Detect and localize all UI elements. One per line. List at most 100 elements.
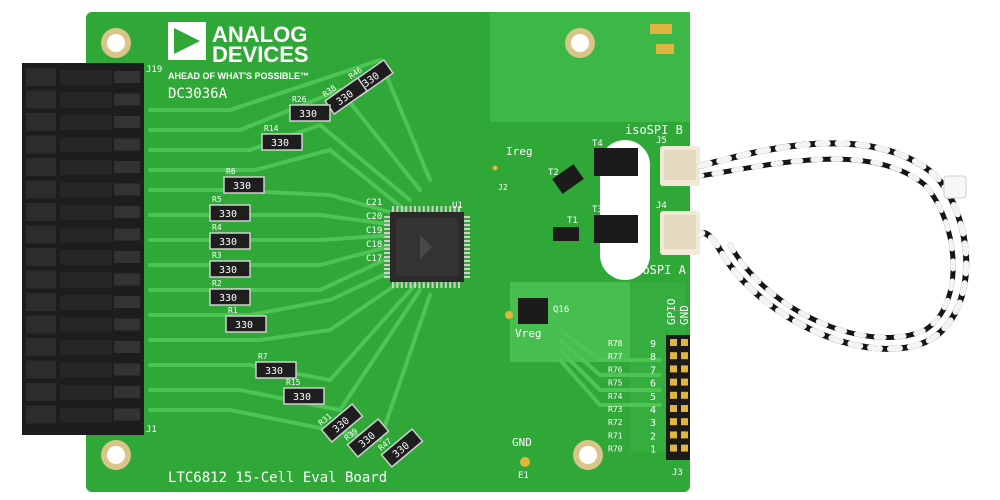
mounting-holes [101,28,603,470]
ic-pin [392,206,394,212]
t1-label: T1 [567,216,578,226]
terminal-screw [26,225,56,244]
terminal-screw [26,405,56,424]
ic-pin [384,228,390,230]
ic-pin [422,206,425,212]
terminal-clamp [114,161,140,173]
e1-label: E1 [518,471,529,481]
gpio-pin-number: 5 [650,392,656,403]
terminal-slot [60,250,112,265]
terminal-slot [60,70,112,85]
t3-label: T3 [592,205,603,215]
ic-pin [396,206,399,212]
terminal-slot [60,115,112,130]
ic-pin [414,282,416,288]
gpio-resistor-ref: R73 [608,405,623,414]
capacitor-label: C18 [366,240,382,250]
capacitor-label: C17 [366,254,382,264]
gpio-pin-number: 7 [650,365,656,376]
terminal-clamp [114,93,140,106]
ic-pin [384,232,390,234]
ic-pin [444,282,447,288]
gpio-gnd-label: GND [678,305,691,325]
terminal-clamp [114,408,140,421]
j4-label: J4 [656,201,667,211]
terminal-slot [60,272,112,288]
ic-pin [384,252,390,254]
header-pin [681,365,688,373]
ic-pin [422,282,425,288]
header-pin [681,431,688,439]
pcb-traces [148,57,662,443]
jst-connector-j4 [660,211,700,255]
ic-pin [458,282,460,288]
ic-pin [427,206,430,212]
terminal-clamp [114,206,140,218]
terminal-screw [26,338,56,356]
resistor-ref: R15 [286,378,301,387]
terminal-clamp [114,363,140,376]
header-pin [681,444,688,452]
header-pin [670,391,677,399]
terminal-clamp [114,273,140,286]
ic-pin [409,282,412,288]
ic-pin [431,282,434,288]
ireg-label: Ireg [506,145,533,158]
ic-pin [458,206,460,212]
ic-pin [384,256,390,258]
q16-label: Q16 [553,305,569,315]
resistor-ref: R3 [212,251,222,260]
header-pin [670,418,677,426]
ic-pin [409,206,412,212]
gpio-header [666,335,690,460]
terminal-screw [26,68,56,86]
terminal-slot [60,407,112,423]
brand-line2: DEVICES [212,42,309,67]
ic-pin [384,224,390,226]
jst-connector-j5 [660,146,700,186]
terminal-slot [60,362,112,378]
gpio-label: GPIO [665,299,678,326]
ic-pin [414,206,416,212]
mosfet-q16 [518,298,548,324]
terminal-clamp [114,296,140,308]
gpio-pin-number: 4 [650,405,656,416]
resistor-ref: R5 [212,195,222,204]
terminal-clamp [114,228,140,241]
terminal-clamp [114,183,140,196]
terminal-slot [60,295,112,310]
ic-pin [464,264,470,266]
ic-pin [384,276,390,278]
ic-pin [464,268,470,270]
terminal-slot [60,182,112,198]
gpio-pin-number: 2 [650,431,656,442]
ic-pin [464,232,470,234]
ic-pin [453,282,456,288]
header-pin [681,418,688,426]
resistor-value: 330 [235,320,253,331]
header-pin [670,405,677,412]
ic-pin [384,272,390,274]
ic-pin [464,240,470,242]
test-points [492,165,530,467]
terminal-clamp [114,318,140,331]
header-pin [670,378,677,386]
terminal-slot [60,92,112,108]
resistor-value: 330 [265,366,283,377]
t4-label: T4 [592,139,603,149]
ic-pin [440,206,443,212]
gpio-pin-number: 9 [650,339,656,350]
ic-pin [405,206,408,212]
resistor-ref: R14 [264,124,279,133]
j19-label: J19 [146,65,162,75]
ic-pin [384,268,390,270]
t2-label: T2 [548,168,559,178]
ic-pin [464,272,470,274]
j2-label: J2 [498,183,508,192]
ic-pin [384,264,390,266]
ic-pin [418,282,421,288]
